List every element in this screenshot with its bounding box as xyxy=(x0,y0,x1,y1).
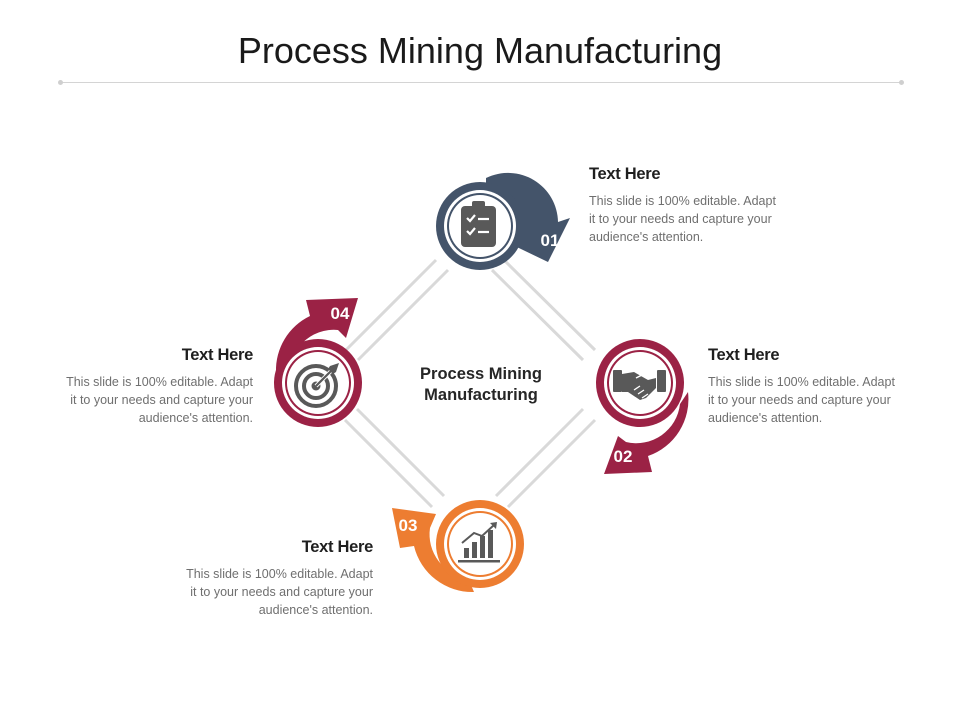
connector-2-3-b xyxy=(494,407,585,498)
divider-dot-left xyxy=(58,80,63,85)
target-icon xyxy=(294,363,339,408)
step-02-heading: Text Here xyxy=(708,346,780,364)
step-01-number: 01 xyxy=(541,231,560,250)
step-04-number: 04 xyxy=(331,304,350,323)
connector-lines xyxy=(343,258,597,509)
step-01-description: This slide is 100% editable. Adapt it to… xyxy=(589,192,809,246)
clipboard-check-icon xyxy=(461,201,496,247)
step-04-line-1: This slide is 100% editable. Adapt xyxy=(66,375,253,389)
step-02-node: 02 xyxy=(596,339,689,474)
step-03-number: 03 xyxy=(399,516,418,535)
step-02-text: Text Here This slide is 100% editable. A… xyxy=(708,346,928,427)
step-03-heading: Text Here xyxy=(301,538,374,556)
step-03-node: 03 xyxy=(392,500,524,593)
step-04-line-3: audience's attention. xyxy=(138,411,253,425)
step-04-line-2: it to your needs and capture your xyxy=(70,393,253,407)
connector-1-4-b xyxy=(356,268,450,362)
step-01-text: Text Here This slide is 100% editable. A… xyxy=(589,165,809,246)
step-02-line-1: This slide is 100% editable. Adapt xyxy=(708,375,895,389)
step-01-heading: Text Here xyxy=(589,165,661,183)
step-03-arrow xyxy=(392,508,474,593)
handshake-icon xyxy=(613,370,666,400)
step-04-text: Text Here This slide is 100% editable. A… xyxy=(33,346,253,427)
step-02-description: This slide is 100% editable. Adapt it to… xyxy=(708,373,928,427)
center-label: Process Mining Manufacturing xyxy=(395,364,567,406)
center-label-line-2: Manufacturing xyxy=(424,386,538,404)
connector-1-2-a xyxy=(502,258,597,352)
step-04-heading: Text Here xyxy=(181,346,254,364)
step-01-line-2: it to your needs and capture your xyxy=(589,212,772,226)
step-03-text: Text Here This slide is 100% editable. A… xyxy=(153,538,373,619)
step-01-node: 01 xyxy=(436,172,570,270)
connector-2-3-a xyxy=(506,418,597,509)
slide-title: Process Mining Manufacturing xyxy=(237,30,723,71)
step-04-arrow xyxy=(275,298,358,378)
connector-1-4-a xyxy=(344,258,438,352)
step-03-description: This slide is 100% editable. Adapt it to… xyxy=(153,565,373,619)
step-01-line-3: audience's attention. xyxy=(589,230,704,244)
connector-1-2-b xyxy=(490,268,585,362)
center-label-line-1: Process Mining xyxy=(420,365,542,383)
divider-dot-right xyxy=(899,80,904,85)
step-02-line-3: audience's attention. xyxy=(708,411,823,425)
step-02-arrow xyxy=(604,392,689,474)
step-03-line-1: This slide is 100% editable. Adapt xyxy=(186,567,373,581)
step-04-node: 04 xyxy=(274,298,362,427)
title-divider xyxy=(58,80,904,85)
step-02-number: 02 xyxy=(614,447,633,466)
growth-chart-icon xyxy=(458,522,500,563)
connector-4-3-a xyxy=(343,418,434,509)
connector-4-3-b xyxy=(355,407,446,498)
step-03-line-3: audience's attention. xyxy=(258,603,373,617)
step-03-line-2: it to your needs and capture your xyxy=(190,585,373,599)
step-04-description: This slide is 100% editable. Adapt it to… xyxy=(33,373,253,427)
step-02-line-2: it to your needs and capture your xyxy=(708,393,891,407)
step-01-line-1: This slide is 100% editable. Adapt xyxy=(589,194,776,208)
